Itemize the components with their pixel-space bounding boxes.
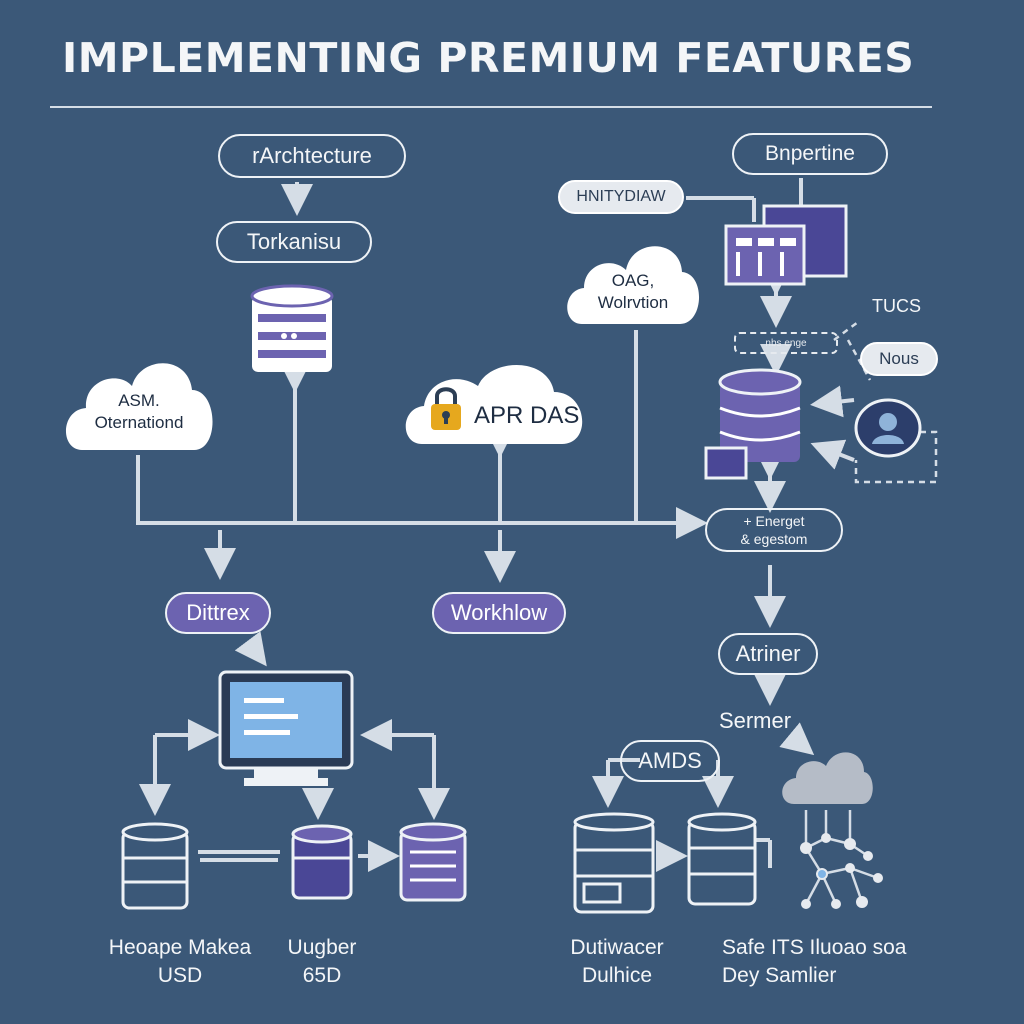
database-icon	[687, 812, 757, 906]
database-icon	[399, 822, 467, 902]
lock-icon	[431, 387, 461, 430]
caption-dutiwacer-line2: Dulhice	[581, 964, 653, 987]
node-sermer[interactable]: Sermer	[718, 708, 792, 733]
node-bnpertine[interactable]: Bnpertine	[732, 133, 888, 175]
cloud-icon	[567, 246, 700, 324]
network-graph-icon	[800, 810, 883, 909]
node-dittrex[interactable]: Dittrex	[165, 592, 271, 634]
caption-safe-line2: Dey Samlier	[722, 964, 837, 987]
database-icon	[250, 284, 334, 372]
database-icon	[121, 822, 189, 910]
node-nous[interactable]: Nous	[860, 342, 938, 376]
node-atriner[interactable]: Atriner	[718, 633, 818, 675]
node-asm-line2: Oternationd	[94, 413, 184, 432]
dashed-label: nbs enge	[734, 332, 838, 354]
monitor-icon	[218, 670, 354, 786]
node-architecture[interactable]: rArchtecture	[218, 134, 406, 178]
node-entity[interactable]: HNITYDIAW	[558, 180, 684, 214]
page-title: IMPLEMENTING PREMIUM FEATURES	[62, 34, 915, 82]
caption-safe-line1: Safe ITS Iluoao soa	[722, 936, 907, 959]
caption-ugber-line1: Uugber	[287, 936, 357, 959]
node-oac-line2: Wolrvtion	[597, 293, 669, 312]
node-tucs: TUCS	[872, 296, 921, 316]
node-energet[interactable]: + Energet & egestom	[705, 508, 843, 552]
database-icon	[291, 824, 353, 900]
node-energet-line1: + Energet	[743, 513, 805, 529]
window-stack-icon	[724, 204, 848, 286]
node-amds[interactable]: AMDS	[620, 740, 720, 782]
node-asm-line1: ASM.	[118, 391, 160, 410]
database-icon	[704, 368, 802, 480]
database-icon	[573, 812, 655, 914]
title-divider	[50, 106, 932, 108]
caption-dutiwacer-line1: Dutiwacer	[570, 936, 664, 959]
cloud-icon	[65, 363, 213, 450]
node-energet-line2: & egestom	[740, 531, 808, 547]
caption-ugber-line2: 65D	[302, 964, 342, 987]
cloud-icon	[782, 752, 873, 804]
caption-heoape-line2: USD	[157, 964, 203, 987]
node-aprdas: APR DAS	[474, 402, 580, 429]
user-avatar-icon[interactable]	[854, 398, 922, 458]
node-torkanisu[interactable]: Torkanisu	[216, 221, 372, 263]
node-workflow[interactable]: Workhlow	[432, 592, 566, 634]
node-oac-line1: OAG,	[611, 271, 655, 290]
caption-heoape-line1: Heoape Makea	[108, 936, 252, 959]
